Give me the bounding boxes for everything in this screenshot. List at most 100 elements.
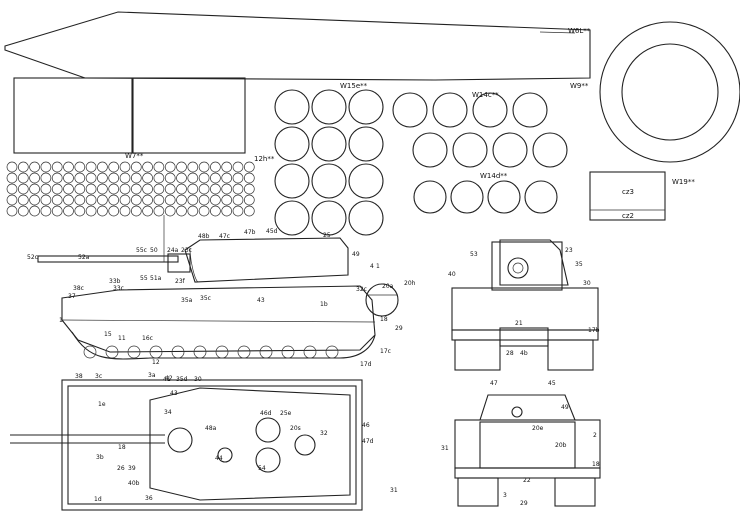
road-wheel [17,205,29,217]
road-wheel [74,161,86,173]
road-wheel [63,205,74,217]
road-wheel [85,161,97,173]
road-wheel [187,172,199,184]
road-wheel [97,205,108,217]
rear-label: 4b [520,350,528,357]
road-wheel [40,205,52,217]
road-wheel [97,194,108,206]
road-wheel [164,172,176,184]
rear-label: 21 [515,320,523,327]
front-label: 31 [441,445,449,452]
road-wheel [108,183,120,195]
road-wheel [85,205,97,217]
wheel-w14c [532,132,568,168]
side-label: 33c [113,285,124,292]
road-wheel [243,183,255,195]
road-wheel [97,172,108,184]
wheel-w15e [274,163,310,199]
wheel-w15e [274,89,310,125]
wheel-w14c [392,92,428,128]
rear-label: 17b [588,327,600,334]
wheel-set-w14c [392,92,568,168]
road-wheel [198,205,210,217]
top-label: 35d [176,376,188,383]
side-road-wheel [149,345,163,359]
label-w7: W7** [125,152,144,160]
rear-label: 30 [583,280,591,287]
top-label: 25e [280,410,292,417]
panels-w7: W7** [13,77,246,160]
road-wheel [164,161,176,173]
road-wheel [29,161,40,173]
road-wheel [243,194,255,206]
wheel-set-w14d [413,180,558,214]
front-label: 45 [548,380,556,387]
road-wheel [97,183,108,195]
road-wheel [187,194,199,206]
top-label: 32 [320,430,328,437]
side-label: 15 [104,331,112,338]
side-label: 18 [380,316,388,323]
label-w9: W9** [570,82,589,90]
side-label: 23f [175,278,186,285]
top-label: 3b [96,454,104,461]
road-wheel [40,161,52,173]
side-road-wheel [303,345,317,359]
wheel-w14d [413,180,447,214]
road-wheel [85,183,97,195]
rear-label: 23 [565,247,573,254]
road-wheel [85,194,97,206]
road-wheel [130,194,142,206]
road-wheel [17,194,29,206]
road-wheel [153,183,165,195]
side-label: 1 [59,317,63,324]
side-label: 52a [78,254,90,261]
road-wheel [187,205,199,217]
road-wheel [119,172,131,184]
top-label: 1e [98,401,106,408]
road-wheel [130,183,142,195]
box-w19: cz3 cz2 W19** [589,171,695,221]
road-wheel [232,205,244,217]
front-label: 18 [592,461,600,468]
side-label: 32c [356,286,367,293]
plate-w6l: W6L** [4,11,591,81]
wheel-w15e [274,200,310,236]
label-12h: 12h** [254,155,275,163]
side-label: 38c [73,285,84,292]
road-wheel [108,194,120,206]
road-wheel [6,205,18,217]
road-wheel [51,183,63,195]
road-wheel [6,194,18,206]
road-wheel [176,183,187,195]
road-wheel [119,205,131,217]
side-road-wheel [215,345,229,359]
top-label: 30 [194,376,202,383]
top-label: 39 [128,465,136,472]
front-label: 22 [523,477,531,484]
wheel-w15e [348,89,384,125]
top-label: 31 [390,487,398,494]
side-label: 35a [181,297,193,304]
wheel-w14c [412,132,448,168]
road-wheel [74,205,86,217]
rear-label: 40 [448,271,456,278]
road-wheel [153,194,165,206]
side-road-wheel [281,345,295,359]
road-wheel [17,172,29,184]
wheel-w14c [472,92,508,128]
front-label: 49 [561,404,569,411]
road-wheel [210,183,221,195]
front-label: 20e [532,425,544,432]
road-wheel [243,205,255,217]
top-label: 26 [117,465,125,472]
road-wheel [29,194,40,206]
road-wheel [119,183,131,195]
wheel-w15e [348,126,384,162]
road-wheel [51,172,63,184]
top-label: 18 [118,444,126,451]
top-label: 44 [215,455,223,462]
